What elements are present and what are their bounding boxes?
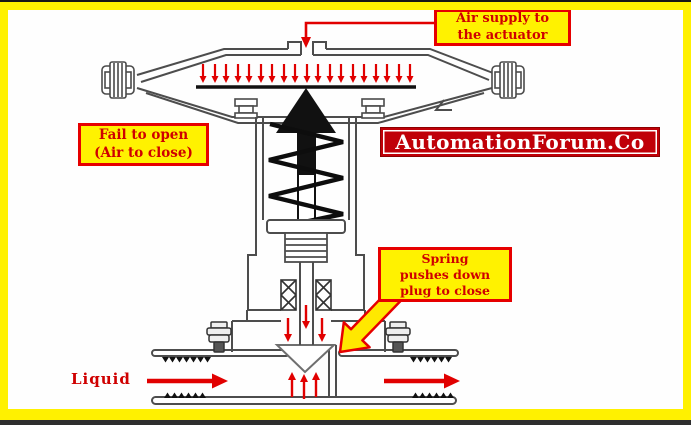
spring-seat-flange [266,219,346,234]
liquid-up-arrows [286,370,322,401]
bottom-letterbox [0,420,691,425]
air-supply-line [301,21,434,48]
air-supply-line2: the actuator [457,27,548,43]
body-bolt-left [206,321,232,353]
clamp-bolt-left [101,61,135,99]
packing-seals [280,279,332,311]
yoke [247,117,365,345]
liquid-label: Liquid [71,370,131,388]
air-supply-line1: Air supply to [455,10,550,26]
brand-text: AutomationForum.Co [395,130,645,154]
stem-connector-block [284,232,328,263]
spring-action-callout: Spring pushes down plug to close [378,247,512,302]
fail-mode-callout: Fail to open (Air to close) [78,123,209,166]
outlet-flow-arrow [384,373,460,389]
flange-serrations [162,357,454,398]
air-pressure-arrows [198,62,415,85]
mount-bolt-left [234,98,258,119]
shell-step-detail [433,99,452,111]
spring-action-line1: Spring [421,250,469,266]
valve-body-and-pipes [151,310,459,405]
valve-plug [274,344,337,374]
fail-mode-line1: Fail to open [98,127,189,144]
body-flange-left [231,310,281,352]
mount-bolt-right [361,98,385,119]
clamp-bolt-right [491,61,525,99]
air-supply-callout: Air supply to the actuator [434,9,571,46]
fail-mode-line2: (Air to close) [94,144,193,161]
brand-banner: AutomationForum.Co [380,127,660,157]
body-bolt-right [385,321,411,353]
top-letterbox [0,0,691,2]
air-inlet-port [287,41,327,55]
spring [268,121,344,232]
spring-action-line3: plug to close [400,282,490,298]
spring-action-line2: pushes down [399,266,491,282]
seat-divider-wall [328,345,337,397]
inlet-flow-arrow [147,373,228,389]
